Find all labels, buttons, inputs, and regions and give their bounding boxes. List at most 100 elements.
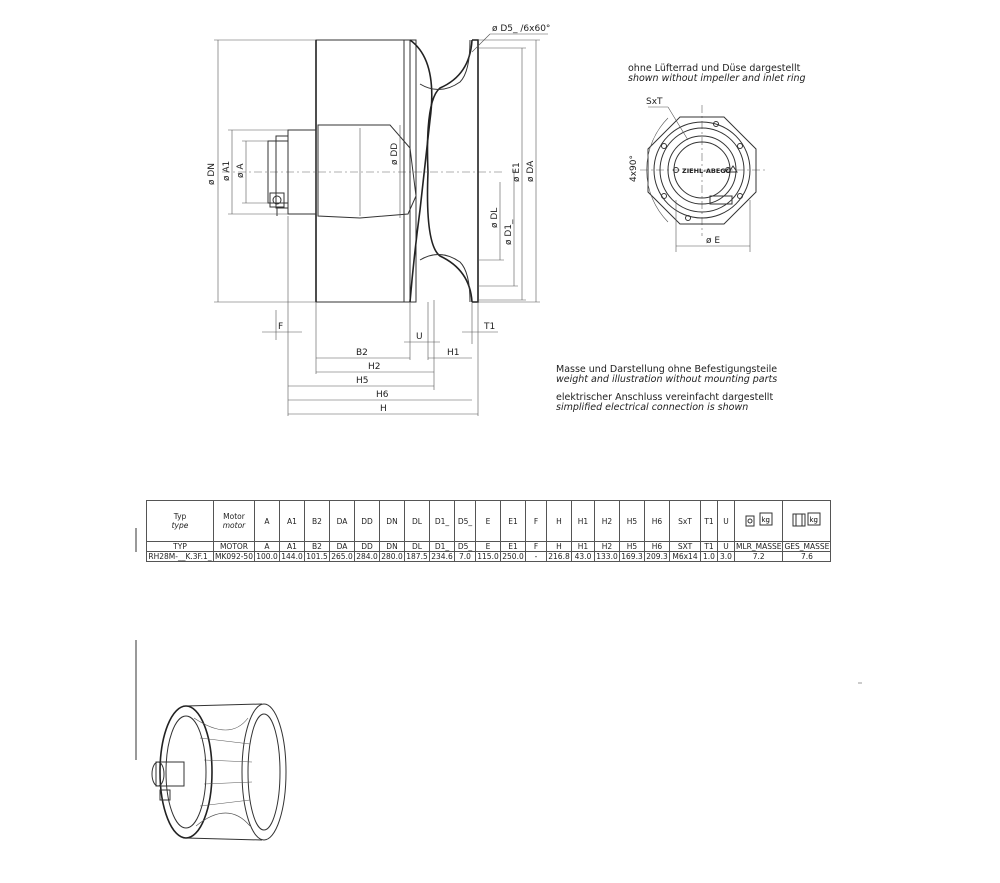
svg-text:kg: kg bbox=[809, 516, 818, 524]
value-cell: 265.0 bbox=[329, 551, 355, 562]
code-cell: A1 bbox=[279, 541, 305, 552]
value-cell: 1.0 bbox=[700, 551, 718, 562]
dim-label-f: F bbox=[278, 322, 283, 332]
th-typ-en: type bbox=[171, 521, 189, 530]
value-cell: 7.6 bbox=[782, 551, 832, 562]
value-cell: 250.0 bbox=[500, 551, 526, 562]
code-cell: E1 bbox=[500, 541, 526, 552]
dim-label-dn: ø DN bbox=[207, 163, 217, 185]
dim-label-e1: ø E1 bbox=[512, 162, 522, 182]
dim-label-h: H bbox=[380, 404, 387, 414]
front-note-en: shown without impeller and inlet ring bbox=[628, 73, 806, 84]
th-col: H2 bbox=[594, 500, 620, 542]
code-cell: DD bbox=[354, 541, 380, 552]
value-cell: 3.0 bbox=[717, 551, 735, 562]
code-cell: MLR_MASSE bbox=[733, 541, 784, 552]
value-cell: 216.8 bbox=[546, 551, 572, 562]
code-cell: E bbox=[475, 541, 501, 552]
th-col: DD bbox=[354, 500, 380, 542]
th-motor-mass: kg bbox=[733, 500, 784, 542]
dim-label-t1: T1 bbox=[483, 322, 495, 332]
code-cell: H2 bbox=[594, 541, 620, 552]
value-cell: - bbox=[525, 551, 547, 562]
dim-label-u: U bbox=[416, 332, 423, 342]
value-cell: 284.0 bbox=[354, 551, 380, 562]
value-cell: 169.3 bbox=[619, 551, 645, 562]
brand-logo: ZIEHL-ABEGG bbox=[682, 167, 731, 175]
th-col: E1 bbox=[500, 500, 526, 542]
th-col: U bbox=[717, 500, 735, 542]
side-view: ø D5_ /6x60° ø DN ø A1 ø A ø DD ø E1 ø D… bbox=[207, 24, 550, 416]
dim-label-b2: B2 bbox=[356, 348, 368, 358]
value-cell: RH28M-__K.3F.1_ bbox=[146, 551, 214, 562]
th-col: H bbox=[546, 500, 572, 542]
dimension-table: Typ type Motor motor A A1 B2 DA DD DN DL… bbox=[146, 500, 832, 562]
th-col: F bbox=[525, 500, 547, 542]
motor-weight-icon: kg bbox=[745, 512, 773, 527]
value-cell: 43.0 bbox=[571, 551, 595, 562]
th-typ: Typ type bbox=[146, 500, 214, 542]
th-col: B2 bbox=[304, 500, 330, 542]
front-view: ohne Lüfterrad und Düse dargestellt show… bbox=[628, 63, 806, 252]
value-cell: 115.0 bbox=[475, 551, 501, 562]
code-cell: B2 bbox=[304, 541, 330, 552]
th-motor: Motor motor bbox=[213, 500, 255, 542]
code-cell: SXT bbox=[669, 541, 701, 552]
value-cell: 144.0 bbox=[279, 551, 305, 562]
th-col: SxT bbox=[669, 500, 701, 542]
value-cell: 187.5 bbox=[404, 551, 430, 562]
value-cell: M6x14 bbox=[669, 551, 701, 562]
value-cell: 280.0 bbox=[379, 551, 405, 562]
th-col: H5 bbox=[619, 500, 645, 542]
th-col: D5_ bbox=[454, 500, 476, 542]
sxt-label: SxT bbox=[646, 97, 663, 107]
dim-label-a1: ø A1 bbox=[222, 161, 232, 181]
code-cell: GES_MASSE bbox=[782, 541, 832, 552]
th-col: E bbox=[475, 500, 501, 542]
dim-label-h1: H1 bbox=[447, 348, 460, 358]
notes: Masse und Darstellung ohne Befestigungst… bbox=[556, 364, 777, 413]
code-cell: TYP bbox=[146, 541, 214, 552]
code-cell: F bbox=[525, 541, 547, 552]
value-cell: 100.0 bbox=[254, 551, 280, 562]
note-mass-en: weight and illustration without mounting… bbox=[556, 374, 777, 385]
code-cell: DL bbox=[404, 541, 430, 552]
code-cell: A bbox=[254, 541, 280, 552]
note-elec-de: elektrischer Anschluss vereinfacht darge… bbox=[556, 392, 773, 403]
th-motor-de: Motor bbox=[223, 512, 245, 521]
dim-label-d5: ø D5_ /6x60° bbox=[492, 24, 550, 34]
dim-label-dd: ø DD bbox=[390, 143, 400, 165]
code-cell: H1 bbox=[571, 541, 595, 552]
dim-label-dl: ø DL bbox=[490, 208, 500, 228]
value-cell: MK092-50 bbox=[213, 551, 255, 562]
code-cell: U bbox=[717, 541, 735, 552]
isometric-view bbox=[151, 703, 287, 841]
th-col: T1 bbox=[700, 500, 718, 542]
th-typ-de: Typ bbox=[173, 512, 187, 521]
th-total-mass: kg bbox=[782, 500, 832, 542]
th-col: A bbox=[254, 500, 280, 542]
value-cell: 234.6 bbox=[429, 551, 455, 562]
dim-label-d1: ø D1_ bbox=[504, 219, 514, 245]
dim-label-h5: H5 bbox=[356, 376, 369, 386]
dim-label-da: ø DA bbox=[526, 160, 536, 182]
th-col: DL bbox=[404, 500, 430, 542]
dim-label-a: ø A bbox=[236, 163, 246, 178]
code-cell: MOTOR bbox=[213, 541, 255, 552]
total-weight-icon: kg bbox=[792, 512, 821, 527]
code-cell: D5_ bbox=[454, 541, 476, 552]
value-cell: 101.5 bbox=[304, 551, 330, 562]
code-cell: D1_ bbox=[429, 541, 455, 552]
value-cell: 7.2 bbox=[733, 551, 784, 562]
e-label: ø E bbox=[706, 236, 720, 246]
code-cell: T1 bbox=[700, 541, 718, 552]
value-cell: 133.0 bbox=[594, 551, 620, 562]
dim-label-h6: H6 bbox=[376, 390, 389, 400]
th-col: D1_ bbox=[429, 500, 455, 542]
th-col: H1 bbox=[571, 500, 595, 542]
note-mass-de: Masse und Darstellung ohne Befestigungst… bbox=[556, 364, 777, 375]
dim-label-h2: H2 bbox=[368, 362, 381, 372]
th-col: H6 bbox=[644, 500, 670, 542]
